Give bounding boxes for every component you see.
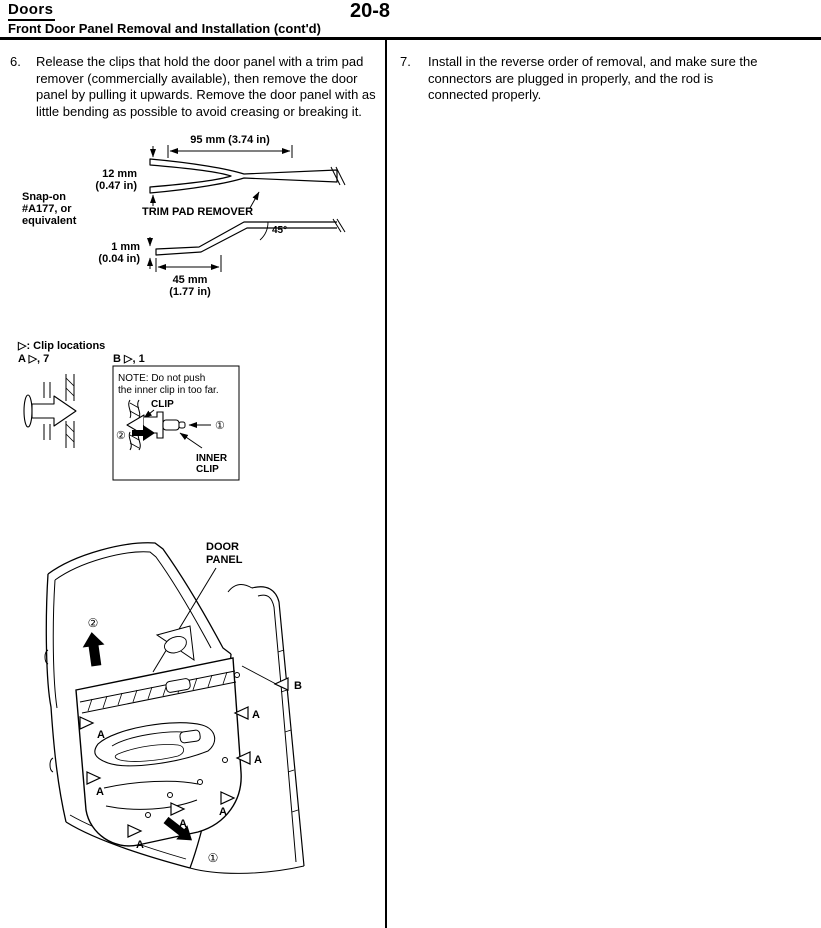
clip-marker-1: ① (215, 420, 225, 432)
door-panel-label-1: DOOR (206, 541, 239, 553)
marker-a-4: A (179, 818, 187, 830)
dim-95mm-label: 95 mm (3.74 in) (190, 134, 270, 146)
clip-count-b: B ▷, 1 (113, 353, 145, 365)
dim-12mm-label-2: (0.47 in) (95, 180, 137, 192)
clip-label: CLIP (151, 399, 174, 410)
dim-1mm-label-2: (0.04 in) (98, 253, 140, 265)
step-6: 6. Release the clips that hold the door … (10, 54, 382, 120)
page-subtitle: Front Door Panel Removal and Installatio… (8, 21, 321, 36)
marker-a-3: A (136, 839, 144, 851)
body-pillar-section (189, 584, 305, 874)
marker-a-2: A (96, 786, 104, 798)
clip-legend: ▷: Clip locations (17, 340, 105, 352)
column-divider (385, 40, 387, 928)
marker-a-6: A (254, 754, 262, 766)
step-6-number: 6. (10, 54, 21, 69)
page-number: 20-8 (350, 0, 391, 22)
note-box (112, 365, 240, 481)
clip-marker-b: B (241, 665, 302, 692)
inner-clip-label-2: CLIP (196, 464, 219, 475)
door-marker-1: ① (208, 851, 219, 865)
door-panel-label-2: PANEL (206, 554, 243, 566)
step-6-text: Release the clips that hold the door pan… (36, 54, 376, 119)
marker-a-7: A (252, 709, 260, 721)
step-7-text: Install in the reverse order of removal,… (428, 54, 758, 102)
tool-brand-2: #A177, or (22, 203, 72, 215)
door-panel-diagram: DOOR PANEL (44, 541, 305, 874)
note-line-1: NOTE: Do not push (118, 373, 205, 384)
step-7-number: 7. (400, 54, 411, 69)
dim-45mm-label-1: 45 mm (173, 274, 208, 286)
door-trim-panel (75, 657, 242, 847)
marker-a-5: A (219, 806, 227, 818)
tool-side-view (155, 221, 337, 256)
clip-locations-diagram: ▷: Clip locations A ▷, 7 B ▷, 1 NOTE: Do… (17, 340, 240, 481)
push-direction-arrow (132, 425, 155, 441)
section-title: Doors (8, 1, 56, 21)
tool-brand-1: Snap-on (22, 191, 66, 203)
dim-12mm-label-1: 12 mm (102, 168, 137, 180)
clip-count-a: A ▷, 7 (18, 353, 49, 365)
clip-dots (145, 672, 240, 818)
tool-top-view (149, 158, 338, 194)
lift-up-arrow (82, 632, 105, 667)
angle-45-label: 45° (272, 225, 287, 236)
trim-pad-remover-diagram: 95 mm (3.74 in) 12 mm (0.47 in) TRIM PAD… (22, 134, 346, 298)
tool-name-label: TRIM PAD REMOVER (142, 206, 253, 218)
clip-cross-section (23, 374, 77, 448)
note-line-2: the inner clip in too far. (118, 385, 219, 396)
header-rule (0, 37, 821, 40)
clip-marker-2: ② (116, 430, 126, 442)
marker-b: B (294, 680, 302, 692)
clip-markers-a: A A A A A A A (79, 706, 262, 851)
dim-1mm-label-1: 1 mm (111, 241, 140, 253)
step-7: 7. Install in the reverse order of remov… (400, 54, 762, 104)
door-marker-2: ② (88, 616, 99, 630)
inner-clip-label-1: INNER (196, 453, 228, 464)
dim-45mm-label-2: (1.77 in) (169, 286, 211, 298)
marker-a-1: A (97, 729, 105, 741)
tool-brand-3: equivalent (22, 215, 77, 227)
pull-out-arrow (163, 816, 193, 841)
mirror-mount (155, 625, 195, 662)
